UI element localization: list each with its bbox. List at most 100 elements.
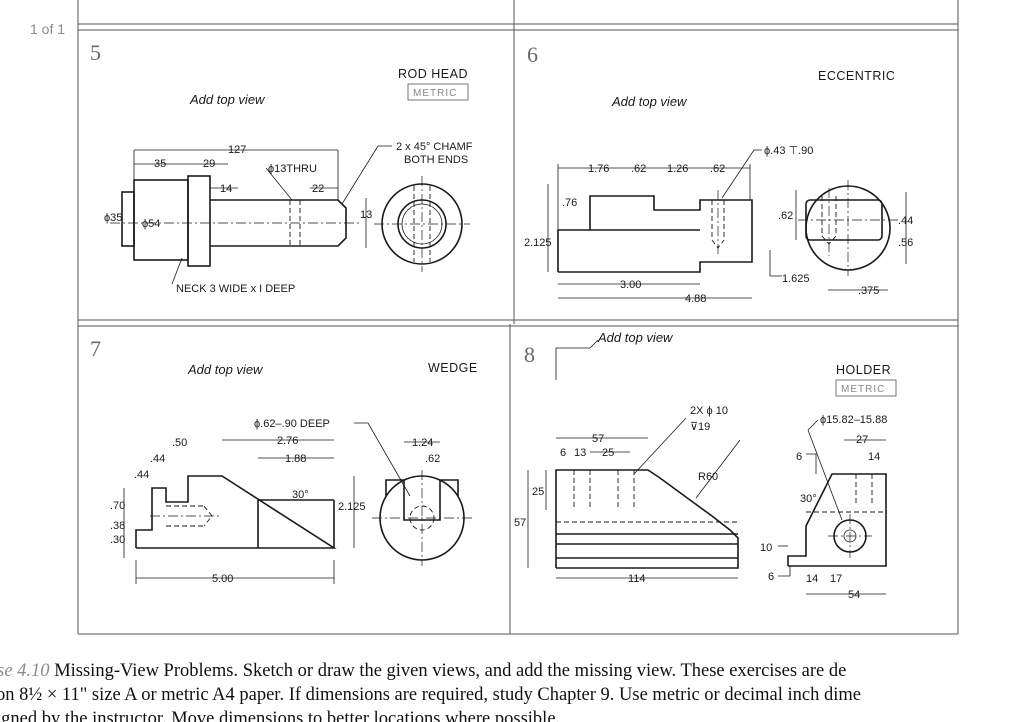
svg-text:.30: .30 [110, 534, 125, 546]
figure-caption: ise 4.10 Missing-View Problems. Sketch o… [0, 659, 1024, 722]
svg-text:127: 127 [228, 144, 246, 156]
svg-text:57: 57 [592, 433, 604, 445]
svg-text:1.625: 1.625 [782, 273, 810, 285]
svg-text:6: 6 [796, 451, 802, 463]
side-view: .62 1.625 .44 .56 .375 [769, 180, 913, 297]
svg-text:ϕ.43 ⊤.90: ϕ.43 ⊤.90 [764, 145, 813, 157]
panel-grid [77, 0, 959, 635]
svg-text:2.125: 2.125 [524, 237, 552, 249]
svg-text:.76: .76 [562, 197, 577, 209]
svg-text:14: 14 [868, 451, 880, 463]
caption-line-2: on 8½ × 11" size A or metric A4 paper. I… [0, 685, 861, 705]
svg-text:.62: .62 [425, 453, 440, 465]
svg-text:ϕ54: ϕ54 [142, 218, 160, 230]
svg-text:⊽19: ⊽19 [690, 421, 710, 433]
instruction: Add top view [597, 330, 674, 345]
problem-8-holder: 8 Add top view HOLDER METRIC 2X ϕ 10 ⊽19… [514, 330, 897, 601]
front-dimensions: 127 35 29 14 22 ϕ13THRU ϕ35 ϕ54 13 2 x 4… [104, 141, 473, 295]
svg-text:ϕ15.82–15.88: ϕ15.82–15.88 [820, 414, 887, 426]
front-dimensions: 1.76 .62 1.26 .62 .76 2.125 3.00 4.88 ϕ.… [524, 145, 813, 305]
svg-text:2 x 45° CHAMF: 2 x 45° CHAMF [396, 141, 473, 153]
svg-text:1.76: 1.76 [588, 163, 609, 175]
svg-text:.44: .44 [134, 469, 149, 481]
problem-5-rod-head: 5 ROD HEAD METRIC Add top view 127 35 29… [90, 40, 473, 295]
svg-text:10: 10 [760, 542, 772, 554]
svg-text:1.24: 1.24 [412, 437, 433, 449]
svg-text:6: 6 [768, 571, 774, 583]
svg-text:22: 22 [312, 183, 324, 195]
problem-7-wedge: 7 WEDGE Add top view ϕ.62–.90 DEEP .50 .… [90, 336, 478, 585]
svg-text:54: 54 [848, 589, 860, 601]
svg-text:BOTH ENDS: BOTH ENDS [404, 154, 468, 166]
svg-text:17: 17 [830, 573, 842, 585]
svg-text:ϕ.62–.90 DEEP: ϕ.62–.90 DEEP [254, 418, 330, 430]
svg-text:.50: .50 [172, 437, 187, 449]
front-dimensions: 2X ϕ 10 ⊽19 57 6 13 25 R60 25 57 114 [514, 405, 741, 585]
problem-number: 6 [527, 42, 538, 67]
leader [555, 339, 599, 380]
problem-number: 5 [90, 40, 101, 65]
side-view [374, 176, 470, 272]
side-view [787, 473, 887, 567]
svg-text:5.00: 5.00 [212, 573, 233, 585]
instruction: Add top view [611, 94, 688, 109]
problem-title: WEDGE [428, 361, 478, 375]
svg-text:1.26: 1.26 [667, 163, 688, 175]
front-view [110, 175, 360, 267]
svg-text:.62: .62 [710, 163, 725, 175]
svg-text:1.88: 1.88 [285, 453, 306, 465]
svg-text:25: 25 [532, 486, 544, 498]
front-dimensions: ϕ.62–.90 DEEP .50 .44 .44 2.76 1.88 30° … [110, 418, 411, 585]
svg-text:14: 14 [806, 573, 818, 585]
side-view: 1.24 .62 [372, 437, 472, 566]
svg-text:30°: 30° [292, 489, 309, 501]
svg-text:ϕ35: ϕ35 [104, 212, 122, 224]
svg-text:2X ϕ 10: 2X ϕ 10 [690, 405, 728, 417]
problem-title: ECCENTRIC [818, 69, 895, 83]
front-view [555, 469, 739, 569]
problem-title: ROD HEAD [398, 67, 468, 81]
svg-text:R60: R60 [698, 471, 718, 483]
svg-text:4.88: 4.88 [685, 293, 706, 305]
front-view [557, 190, 753, 273]
page-indicator: 1 of 1 [30, 21, 66, 37]
svg-text:6: 6 [560, 447, 566, 459]
metric-badge-box [835, 379, 897, 397]
svg-text:35: 35 [154, 158, 166, 170]
instruction: Add top view [189, 92, 266, 107]
svg-text:13: 13 [360, 209, 372, 221]
problem-number: 8 [524, 342, 535, 367]
svg-text:29: 29 [203, 158, 215, 170]
svg-text:.44: .44 [150, 453, 165, 465]
svg-text:ϕ13THRU: ϕ13THRU [268, 163, 317, 175]
svg-text:13: 13 [574, 447, 586, 459]
svg-text:.62: .62 [631, 163, 646, 175]
caption-line-1: ise 4.10 Missing-View Problems. Sketch o… [0, 659, 1024, 683]
problem-title: HOLDER [836, 363, 891, 377]
svg-text:25: 25 [602, 447, 614, 459]
svg-text:2.76: 2.76 [277, 435, 298, 447]
svg-text:.375: .375 [858, 285, 879, 297]
metric-badge: METRIC [413, 88, 457, 99]
side-dimensions: ϕ15.82–15.88 27 14 6 30° 10 6 14 17 54 [760, 414, 887, 601]
svg-text:NECK 3 WIDE x I DEEP: NECK 3 WIDE x I DEEP [176, 283, 295, 295]
svg-text:30°: 30° [800, 493, 817, 505]
instruction: Add top view [187, 362, 264, 377]
svg-text:.38: .38 [110, 520, 125, 532]
svg-text:14: 14 [220, 183, 232, 195]
exercise-label: ise 4.10 [0, 661, 50, 681]
svg-text:2.125: 2.125 [338, 501, 366, 513]
svg-text:57: 57 [514, 517, 526, 529]
drawing-sheet: 5 ROD HEAD METRIC Add top view 127 35 29… [77, 0, 959, 635]
metric-badge: METRIC [841, 384, 885, 395]
svg-text:.70: .70 [110, 500, 125, 512]
problem-6-eccentric: 6 ECCENTRIC Add top view 1.76 .62 1.26 .… [524, 42, 913, 305]
front-view [135, 475, 337, 549]
problem-number: 7 [90, 336, 101, 361]
svg-text:.62: .62 [778, 210, 793, 222]
svg-text:114: 114 [628, 573, 646, 585]
caption-text-1: Missing-View Problems. Sketch or draw th… [54, 661, 847, 681]
metric-badge-box [407, 83, 469, 101]
caption-line-3: igned by the instructor. Move dimensions… [0, 709, 561, 722]
svg-text:3.00: 3.00 [620, 279, 641, 291]
